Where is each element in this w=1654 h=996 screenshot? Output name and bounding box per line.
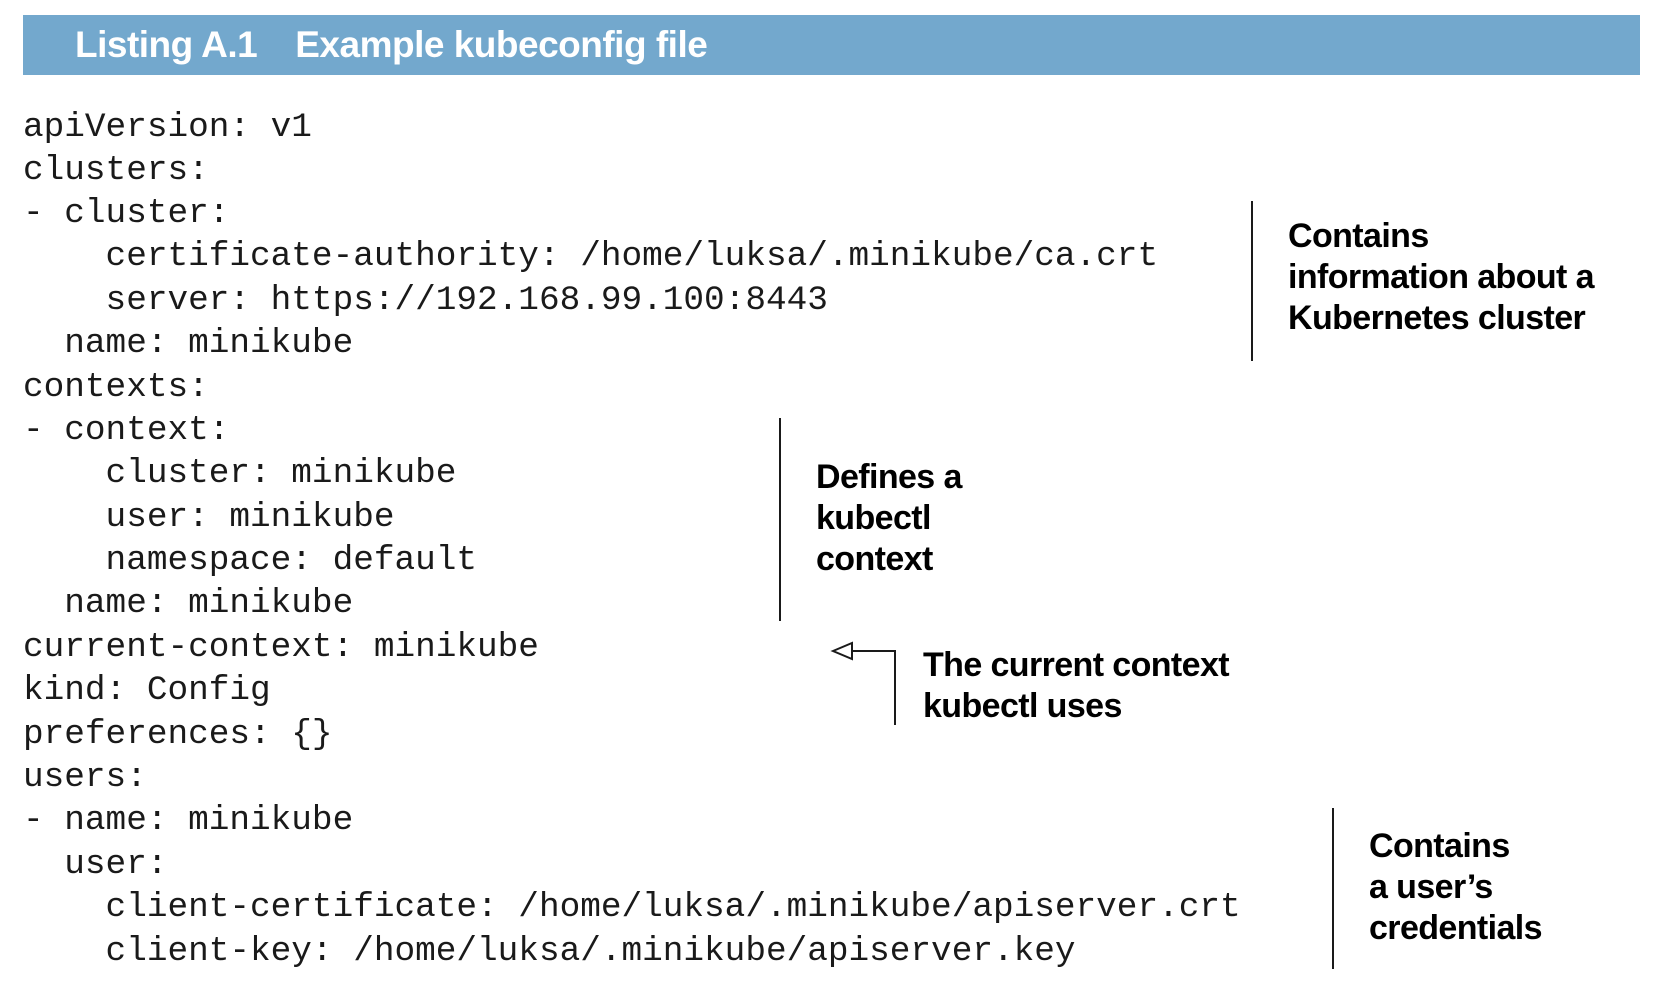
code-line: client-certificate: /home/luksa/.minikub… <box>23 888 1241 927</box>
annotation-line: Defines a <box>816 458 962 496</box>
code-line: name: minikube <box>23 324 354 363</box>
code-line: - cluster: <box>23 194 230 233</box>
annotation-line: Contains <box>1369 827 1510 865</box>
code-line: certificate-authority: /home/luksa/.mini… <box>23 237 1159 276</box>
annotation-line: information about a <box>1288 258 1595 296</box>
code-line: users: <box>23 758 147 797</box>
code-line: name: minikube <box>23 584 354 623</box>
code-line: - name: minikube <box>23 801 354 840</box>
code-line: - context: <box>23 411 230 450</box>
listing-title: Example kubeconfig file <box>295 24 708 65</box>
code-line: namespace: default <box>23 541 478 580</box>
listing-label: Listing A.1 <box>75 24 258 65</box>
annotation-line: Kubernetes cluster <box>1288 299 1586 337</box>
user-annotation: Contains a user’s credentials <box>1369 826 1543 949</box>
code-line: clusters: <box>23 151 209 190</box>
current-context-annotation: The current context kubectl uses <box>923 645 1230 727</box>
code-line: user: <box>23 845 168 884</box>
annotation-line: The current context <box>923 646 1230 684</box>
annotation-line: context <box>816 540 933 578</box>
code-line: contexts: <box>23 368 209 407</box>
cluster-bracket <box>1251 201 1253 361</box>
code-line: cluster: minikube <box>23 454 457 493</box>
listing-header: Listing A.1 Example kubeconfig file <box>23 15 1640 75</box>
code-line: client-key: /home/luksa/.minikube/apiser… <box>23 932 1076 971</box>
annotation-line: a user’s <box>1369 868 1493 906</box>
code-line: kind: Config <box>23 671 271 710</box>
annotation-line: kubectl <box>816 499 931 537</box>
user-bracket <box>1332 808 1334 969</box>
arrowhead-icon <box>830 641 853 661</box>
cluster-annotation: Contains information about a Kubernetes … <box>1288 216 1595 339</box>
code-line: server: https://192.168.99.100:8443 <box>23 281 828 320</box>
code-line: preferences: {} <box>23 715 333 754</box>
annotation-line: credentials <box>1369 909 1543 947</box>
code-line: user: minikube <box>23 498 395 537</box>
context-bracket <box>779 418 781 621</box>
annotation-line: kubectl uses <box>923 687 1122 725</box>
code-line: current-context: minikube <box>23 628 539 667</box>
annotation-line: Contains <box>1288 217 1429 255</box>
context-annotation: Defines a kubectl context <box>816 457 962 580</box>
code-line: apiVersion: v1 <box>23 108 312 147</box>
